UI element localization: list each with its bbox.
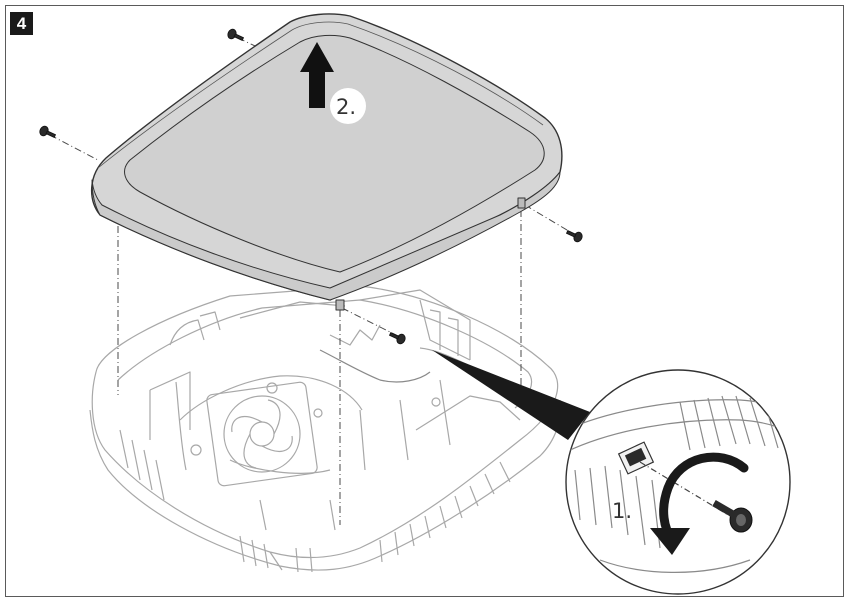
arrow-up-icon — [300, 42, 334, 108]
cover-lid — [90, 13, 563, 311]
callout-pointer — [432, 350, 590, 440]
callout-screw — [712, 500, 753, 533]
step-2-label-bg — [330, 88, 366, 124]
step-number-badge: 4 — [10, 12, 33, 35]
counterclockwise-rotate-icon — [650, 452, 749, 555]
step-1-label: 1. — [612, 499, 632, 523]
detail-callout: 1. — [565, 369, 791, 595]
screw-icon — [39, 28, 583, 345]
alignment-lines — [49, 37, 573, 525]
step-2-label: 2. — [336, 95, 356, 119]
base-housing — [89, 285, 561, 573]
illustration-frame — [5, 5, 844, 597]
